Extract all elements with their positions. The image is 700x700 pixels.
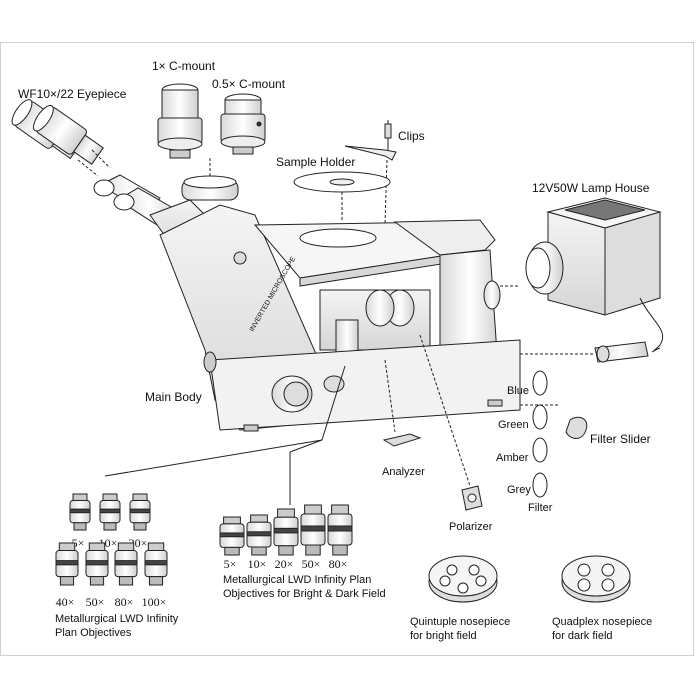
label-c-mount-05x: 0.5× C-mount: [212, 77, 286, 91]
objectives_bd-label: 10×: [248, 557, 267, 571]
label-nosepiece-quad-line1: Quadplex nosepiece: [552, 616, 652, 628]
objectives-bd-group: 5× 10× 20× 50× 80×: [219, 504, 353, 571]
objective-lens-icon: [69, 493, 91, 531]
sample-holder-illustration: [293, 171, 391, 220]
objectives_bd-label: 80×: [329, 557, 348, 571]
label-filter-green: Green: [498, 419, 529, 431]
label-objectives-bd-line1: Metallurgical LWD Infinity Plan: [223, 574, 371, 586]
objective-lens-icon: [99, 493, 121, 531]
objective-lens-icon: [144, 542, 168, 586]
label-filter-blue: Blue: [507, 385, 529, 397]
objective-lens-icon: [129, 493, 151, 531]
main-body-illustration: [93, 174, 521, 432]
quintuple-nosepiece-illustration: [428, 555, 498, 603]
label-nosepiece-quint-line2: for bright field: [410, 630, 477, 642]
objective-lens-icon: [114, 542, 138, 586]
objectives_lwd-label: 80×: [115, 595, 134, 609]
c-mount-05x-illustration: [220, 93, 266, 155]
diagram-frame: [0, 42, 694, 656]
objective-lens-icon: [273, 508, 299, 556]
objectives-lwd-group: 5×10×20×40×50×80×100×: [55, 493, 168, 609]
filters-illustration: [520, 370, 588, 498]
polarizer-illustration: [419, 334, 483, 511]
eyepiece-illustration: [11, 99, 111, 177]
c-mount-1x-illustration: [157, 83, 203, 159]
label-nosepiece-quint-line1: Quintuple nosepiece: [410, 616, 510, 628]
label-c-mount-1x: 1× C-mount: [152, 59, 216, 73]
label-filter-amber: Amber: [496, 452, 529, 464]
labels-layer: WF10×/22 Eyepiece 1× C-mount 0.5× C-moun…: [18, 59, 652, 642]
clips-illustration: [344, 120, 397, 225]
label-sample-holder: Sample Holder: [276, 155, 355, 169]
label-objectives-lwd-line1: Metallurgical LWD Infinity: [55, 613, 179, 625]
objective-lens-icon: [219, 516, 245, 556]
label-objectives-bd-line2: Objectives for Bright & Dark Field: [223, 588, 386, 600]
objective-lens-icon: [327, 504, 353, 556]
label-eyepiece: WF10×/22 Eyepiece: [18, 87, 127, 101]
objectives_lwd-label: 50×: [86, 595, 105, 609]
label-main-body: Main Body: [145, 390, 202, 404]
objective-leader-lines: [104, 365, 346, 505]
objectives_lwd-label: 100×: [142, 595, 167, 609]
objectives_bd-label: 20×: [275, 557, 294, 571]
label-analyzer: Analyzer: [382, 466, 425, 478]
label-nosepiece-quad-line2: for dark field: [552, 630, 613, 642]
label-polarizer: Polarizer: [449, 521, 493, 533]
label-lamp-house: 12V50W Lamp House: [532, 181, 650, 195]
label-objectives-lwd-line2: Plan Objectives: [55, 627, 132, 639]
objective-lens-icon: [300, 504, 326, 556]
objectives_lwd-label: 40×: [56, 595, 75, 609]
lamp-house-illustration: [520, 197, 664, 363]
objective-lens-icon: [55, 542, 79, 586]
label-filter-slider: Filter Slider: [590, 432, 651, 446]
analyzer-illustration: [382, 359, 422, 447]
label-filter-grey: Grey: [507, 484, 531, 496]
objective-lens-icon: [246, 514, 272, 556]
objective-lens-icon: [85, 542, 109, 586]
label-clips: Clips: [398, 129, 425, 143]
objectives_bd-label: 50×: [302, 557, 321, 571]
objectives_bd-label: 5×: [224, 557, 237, 571]
quadplex-nosepiece-illustration: [561, 555, 631, 603]
label-filter: Filter: [528, 502, 553, 514]
